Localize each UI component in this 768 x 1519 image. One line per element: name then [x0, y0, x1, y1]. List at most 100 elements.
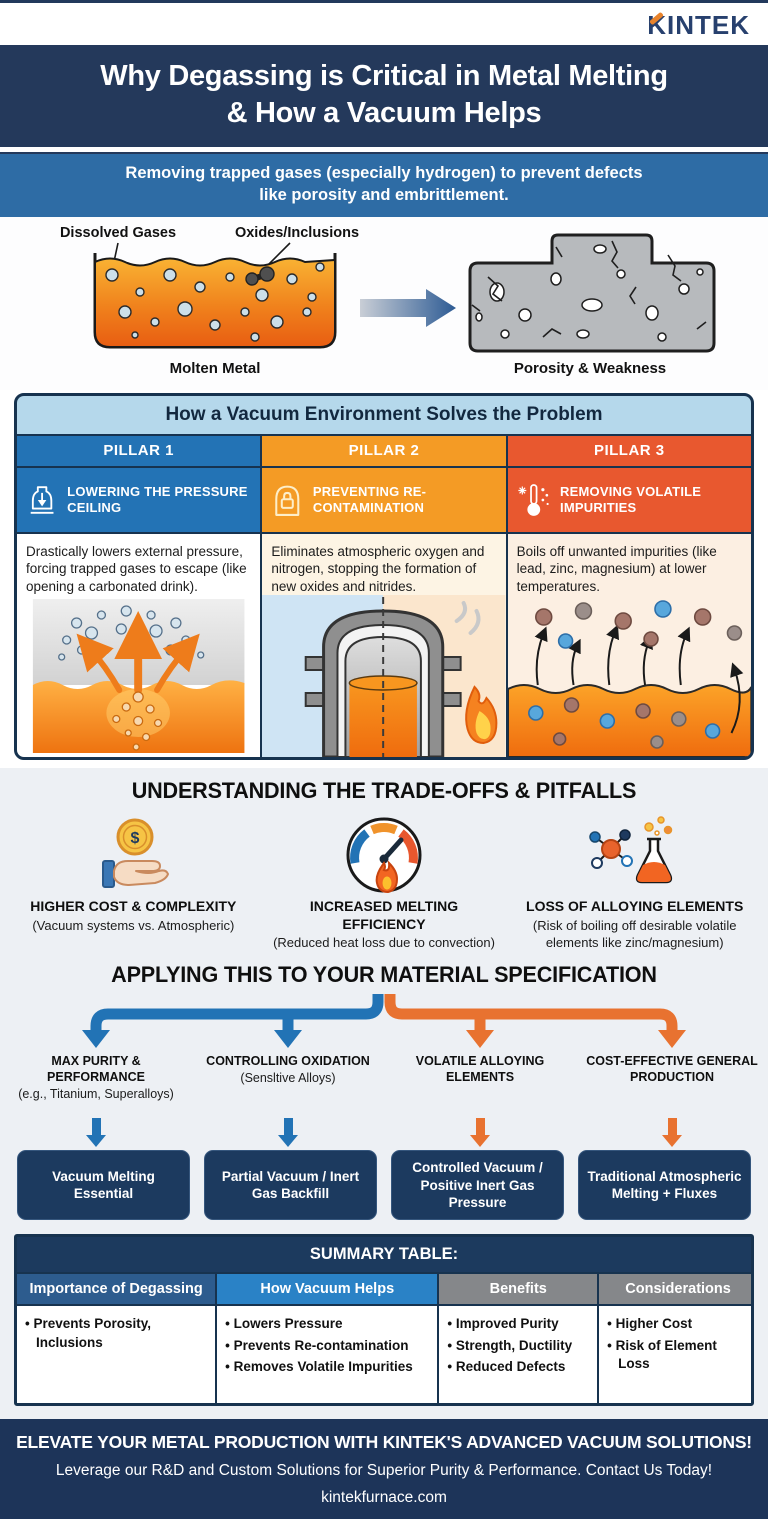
tradeoff-cost-detail: (Vacuum systems vs. Atmospheric) [32, 917, 235, 933]
subtitle-band: Removing trapped gases (especially hydro… [0, 152, 768, 217]
summary-item: Improved Purity [447, 1315, 589, 1333]
pillar3-heading: REMOVING VOLATILE IMPURITIES [560, 483, 702, 515]
branch-volatile-alloying: VOLATILE ALLOYING ELEMENTS [384, 1054, 576, 1116]
footer-subline: Leverage our R&D and Custom Solutions fo… [55, 1462, 713, 1480]
branch-max-purity-heading: MAX PURITY & PERFORMANCE [47, 1054, 145, 1084]
pillar3-body: Boils off unwanted impurities (like lead… [507, 533, 751, 758]
pillar1-name: PILLAR 1 [17, 435, 261, 466]
summary-cell-considerations: Higher Cost Risk of Element Loss [599, 1306, 751, 1404]
tradeoffs-title: UNDERSTANDING THE TRADE-OFFS & PITFALLS [131, 778, 637, 804]
pillar-grid: PILLAR 1 PILLAR 2 PILLAR 3 LOWERING THE … [17, 435, 751, 758]
bell-jar-icon [30, 486, 54, 514]
summary-table-body-row: Prevents Porosity, Inclusions Lowers Pre… [17, 1306, 751, 1404]
summary-item: Strength, Ductility [447, 1337, 589, 1355]
applying-section: APPLYING THIS TO YOUR MATERIAL SPECIFICA… [0, 962, 768, 1221]
molecule-flask-icon [588, 816, 672, 884]
problem-illustration-section: Dissolved Gases Oxides/Inclusions Molten… [0, 216, 768, 390]
summary-table: SUMMARY TABLE: Importance of Degassing H… [14, 1234, 754, 1407]
escaping-gas-illustration [32, 599, 245, 754]
pillar2-heading-cell: PREVENTING RE-CONTAMINATION [262, 467, 506, 532]
summary-item: Higher Cost [607, 1315, 749, 1333]
summary-col-considerations-header: Considerations [599, 1274, 751, 1305]
subtitle-line2: like porosity and embrittlement. [259, 186, 509, 205]
lower-sections: UNDERSTANDING THE TRADE-OFFS & PITFALLS … [0, 768, 768, 1519]
top-bar: KINTEK [0, 3, 768, 45]
tradeoff-alloy-loss-detail: (Risk of boiling off desirable volatile … [532, 917, 737, 950]
branch-controlling-oxidation-detail: (Sensltive Alloys) [240, 1070, 336, 1085]
caption-molten-metal: Molten Metal [169, 359, 261, 377]
branch-volatile-alloying-heading: VOLATILE ALLOYING ELEMENTS [415, 1054, 545, 1084]
branch-max-purity-detail: (e.g., Titanium, Superalloys) [18, 1086, 174, 1101]
branch-connector [82, 994, 686, 1049]
summary-item: Risk of Element Loss [607, 1337, 749, 1373]
tradeoff-efficiency-detail: (Reduced heat loss due to convection) [273, 935, 495, 951]
pillar2-body: Eliminates atmospheric oxygen and nitrog… [262, 533, 506, 758]
vacuum-solution-panel: How a Vacuum Environment Solves the Prob… [14, 392, 754, 761]
tradeoff-cost: $ HIGHER COST & COMPLEXITY (Vacuum syste… [8, 812, 259, 952]
lock-dome-icon [275, 485, 300, 516]
label-dissolved-gases: Dissolved Gases [59, 224, 177, 241]
coin-in-hand-icon: $ [102, 818, 170, 889]
tradeoff-alloy-loss-heading: LOSS OF ALLOYING ELEMENTS [526, 898, 744, 915]
page-title-line2: & How a Vacuum Helps [226, 97, 542, 130]
summary-cell-vacuum: Lowers Pressure Prevents Re-contaminatio… [217, 1306, 438, 1404]
summary-item: Lowers Pressure [225, 1315, 429, 1333]
branch-max-purity: MAX PURITY & PERFORMANCE (e.g., Titanium… [0, 1054, 192, 1116]
pillar2-heading: PREVENTING RE-CONTAMINATION [312, 483, 427, 515]
pillar3-heading-cell: REMOVING VOLATILE IMPURITIES [507, 467, 751, 532]
drop-arrow-blue-1 [0, 1118, 192, 1148]
branch-controlling-oxidation-heading: CONTROLLING OXIDATION [206, 1054, 370, 1069]
vacuum-furnace-illustration [262, 595, 506, 758]
summary-col-vacuum-header: How Vacuum Helps [217, 1274, 438, 1305]
branch-labels-row: MAX PURITY & PERFORMANCE (e.g., Titanium… [0, 1054, 768, 1116]
pillar3-name: PILLAR 3 [507, 435, 751, 466]
summary-table-header-row: Importance of Degassing How Vacuum Helps… [17, 1274, 751, 1305]
pillar1-heading-cell: LOWERING THE PRESSURE CEILING [17, 467, 261, 532]
pillar2-description: Eliminates atmospheric oxygen and nitrog… [271, 543, 485, 594]
tradeoff-alloy-loss: LOSS OF ALLOYING ELEMENTS (Risk of boili… [509, 812, 760, 952]
footer-website-link[interactable]: kintekfurnace.com [321, 1489, 447, 1507]
logo-text: KINTEK [647, 10, 750, 40]
result-partial-vacuum: Partial Vacuum / Inert Gas Backfill [204, 1150, 377, 1221]
drop-arrows-row [0, 1118, 768, 1148]
summary-item: Prevents Porosity, Inclusions [25, 1315, 207, 1351]
result-controlled-vacuum: Controlled Vacuum / Positive Inert Gas P… [391, 1150, 564, 1221]
branch-controlling-oxidation: CONTROLLING OXIDATION (Sensltive Alloys) [192, 1054, 384, 1116]
top-border [0, 0, 768, 3]
caption-porosity-weakness: Porosity & Weakness [513, 359, 667, 377]
label-oxides-inclusions: Oxides/Inclusions [234, 224, 360, 241]
drop-arrow-blue-2 [192, 1118, 384, 1148]
summary-item: Removes Volatile Impurities [225, 1358, 429, 1376]
drop-arrow-orange-2 [576, 1118, 768, 1148]
kintek-logo: KINTEK [647, 10, 750, 41]
boiling-impurities-illustration [507, 600, 751, 758]
molten-metal-to-porosity-illustration [93, 233, 716, 353]
summary-col-importance-header: Importance of Degassing [17, 1274, 216, 1305]
drop-arrow-orange-1 [384, 1118, 576, 1148]
result-traditional-melting: Traditional Atmospheric Melting + Fluxes [578, 1150, 751, 1221]
result-vacuum-melting: Vacuum Melting Essential [17, 1150, 190, 1221]
summary-cell-importance: Prevents Porosity, Inclusions [17, 1306, 216, 1404]
subtitle-line1: Removing trapped gases (especially hydro… [125, 164, 643, 183]
thermometer-icon [518, 483, 549, 516]
pillar1-heading: LOWERING THE PRESSURE CEILING [67, 483, 248, 515]
page-title-line1: Why Degassing is Critical in Metal Melti… [100, 60, 668, 92]
summary-col-benefits-header: Benefits [439, 1274, 598, 1305]
pillar2-name: PILLAR 2 [262, 435, 506, 466]
branch-cost-effective: COST-EFFECTIVE GENERAL PRODUCTION [576, 1054, 768, 1116]
solution-panel-title: How a Vacuum Environment Solves the Prob… [17, 395, 751, 436]
summary-cell-benefits: Improved Purity Strength, Ductility Redu… [439, 1306, 598, 1404]
tradeoff-efficiency-heading: INCREASED MELTING EFFICIENCY [309, 898, 459, 932]
branch-cost-effective-heading: COST-EFFECTIVE GENERAL PRODUCTION [586, 1054, 758, 1084]
pillar1-body: Drastically lowers external pressure, fo… [17, 533, 261, 758]
gauge-flame-icon [346, 817, 422, 894]
summary-item: Prevents Re-contamination [225, 1337, 429, 1355]
applying-title: APPLYING THIS TO YOUR MATERIAL SPECIFICA… [111, 962, 657, 988]
divider [0, 147, 768, 153]
tradeoff-cost-heading: HIGHER COST & COMPLEXITY [30, 898, 237, 915]
summary-table-title: SUMMARY TABLE: [17, 1237, 751, 1273]
footer-banner: ELEVATE YOUR METAL PRODUCTION WITH KINTE… [0, 1419, 768, 1519]
result-boxes-row: Vacuum Melting Essential Partial Vacuum … [10, 1150, 758, 1221]
pillar3-description: Boils off unwanted impurities (like lead… [516, 543, 717, 594]
footer-headline: ELEVATE YOUR METAL PRODUCTION WITH KINTE… [16, 1432, 752, 1453]
